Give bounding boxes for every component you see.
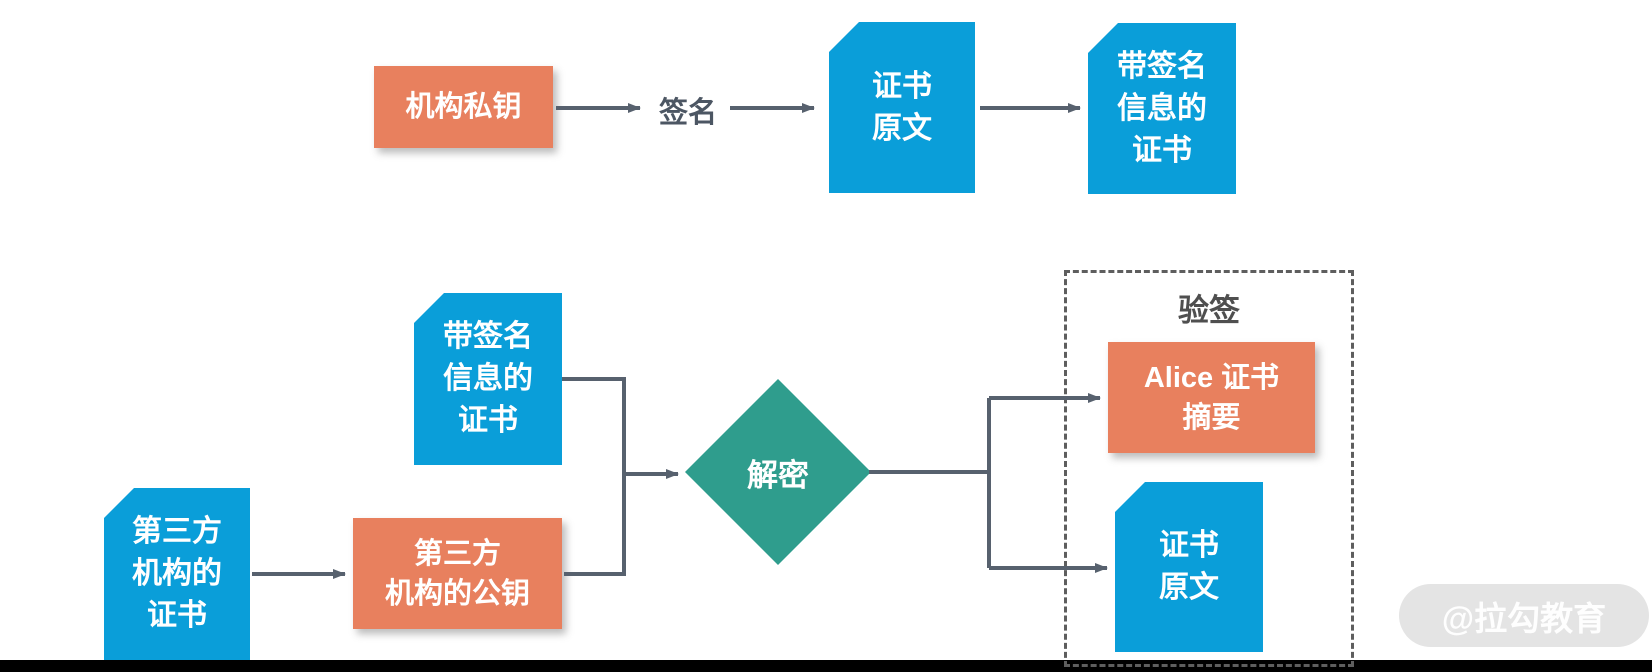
node-third-party-certificate: 第三方 机构的 证书 [104, 488, 250, 660]
node-label-line: 机构的 [132, 557, 222, 590]
node-label: 机构私钥 [405, 91, 522, 123]
node-signed-certificate-top: 带签名 信息的 证书 [1088, 23, 1236, 194]
node-certificate-original-top: 证书 原文 [829, 22, 975, 193]
wire-merge-into-decrypt [562, 377, 626, 576]
group-verify-signature: 验签 [1064, 270, 1354, 667]
node-label-line: 第三方 [413, 537, 501, 570]
node-label-line: 证书 [1132, 133, 1192, 167]
node-label: 解密 [747, 457, 809, 493]
node-label-line: 证书 [147, 599, 207, 632]
wire-decrypt-split [869, 398, 991, 568]
watermark-badge: @拉勾教育 [1399, 584, 1649, 647]
node-signed-certificate-bottom: 带签名 信息的 证书 [414, 293, 562, 465]
bottom-black-bar [0, 660, 1652, 672]
node-label-line: 证书 [872, 69, 932, 103]
node-label-line: 证书 [458, 404, 518, 437]
node-label-line: 原文 [872, 111, 932, 145]
node-label-line: 原文 [1159, 571, 1219, 604]
node-certificate-original-bottom: 证书 原文 [1115, 482, 1263, 652]
node-institution-private-key: 机构私钥 [374, 66, 553, 148]
node-alice-certificate-digest: Alice 证书 摘要 [1108, 342, 1315, 453]
group-title: 验签 [1178, 293, 1240, 328]
node-label-line: 带签名 [443, 320, 533, 353]
node-label-line: 信息的 [443, 362, 533, 395]
node-label-line: 信息的 [1117, 91, 1207, 125]
node-label-line: 摘要 [1182, 401, 1241, 434]
node-decrypt-diamond: 解密 [685, 379, 871, 565]
node-label-line: Alice 证书 [1143, 361, 1280, 394]
node-label-line: 机构的公钥 [384, 577, 530, 610]
node-label-line: 带签名 [1117, 49, 1207, 83]
watermark-text: @拉勾教育 [1441, 599, 1607, 637]
node-label-line: 证书 [1159, 529, 1219, 562]
node-label-line: 第三方 [132, 515, 222, 548]
node-third-party-public-key: 第三方 机构的公钥 [353, 518, 562, 629]
label-sign-action: 签名 [658, 97, 717, 129]
